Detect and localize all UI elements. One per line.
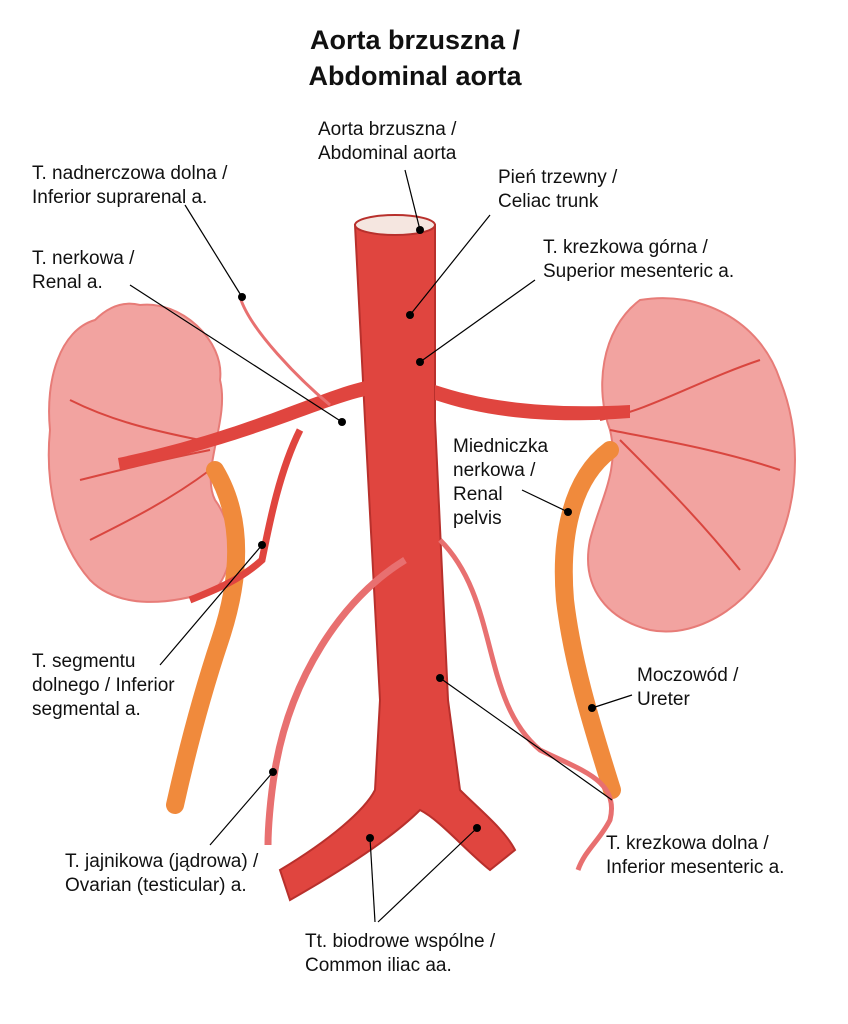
label-abdominal-aorta: Aorta brzuszna / Abdominal aorta <box>318 118 456 166</box>
left-kidney <box>47 302 232 603</box>
label-line: segmental a. <box>32 699 141 720</box>
label-ureter: Moczowód / Ureter <box>637 664 738 712</box>
label-common-iliac: Tt. biodrowe wspólne / Common iliac aa. <box>305 930 495 978</box>
label-pl: T. nadnerczowa dolna / <box>32 163 228 184</box>
label-pl: Pień trzewny / <box>498 167 618 188</box>
arteries <box>118 214 630 902</box>
label-pl: T. jajnikowa (jądrowa) / <box>65 851 259 872</box>
diagram-title: Aorta brzuszna / Abdominal aorta <box>0 22 830 94</box>
label-en: Common iliac aa. <box>305 955 452 976</box>
label-pl: Aorta brzuszna / <box>318 119 457 140</box>
label-line: pelvis <box>453 508 502 529</box>
label-renal-artery: T. nerkowa / Renal a. <box>32 247 134 295</box>
label-line: nerkowa / <box>453 460 536 481</box>
label-en: Ovarian (testicular) a. <box>65 875 247 896</box>
label-en: Ureter <box>637 689 690 710</box>
title-line-2: Abdominal aorta <box>308 61 522 91</box>
label-inferior-segmental: T. segmentu dolnego / Inferior segmental… <box>32 650 175 722</box>
label-line: T. segmentu <box>32 651 136 672</box>
label-renal-pelvis: Miedniczka nerkowa / Renal pelvis <box>453 435 548 531</box>
label-superior-mesenteric: T. krezkowa górna / Superior mesenteric … <box>543 236 734 284</box>
label-inferior-mesenteric: T. krezkowa dolna / Inferior mesenteric … <box>606 832 784 880</box>
label-line: Miedniczka <box>453 436 549 457</box>
label-pl: T. krezkowa dolna / <box>606 833 769 854</box>
label-pl: Moczowód / <box>637 665 739 686</box>
label-en: Renal a. <box>32 272 103 293</box>
label-pl: Tt. biodrowe wspólne / <box>305 931 496 952</box>
ureters <box>166 441 621 814</box>
right-kidney <box>587 297 796 633</box>
title-line-1: Aorta brzuszna / <box>309 25 521 55</box>
leader-lines <box>129 169 633 923</box>
label-pl: T. nerkowa / <box>32 248 135 269</box>
label-line: Renal <box>453 484 503 505</box>
label-pl: T. krezkowa górna / <box>543 237 708 258</box>
label-en: Inferior mesenteric a. <box>606 857 785 878</box>
label-celiac-trunk: Pień trzewny / Celiac trunk <box>498 166 617 214</box>
label-inferior-suprarenal: T. nadnerczowa dolna / Inferior supraren… <box>32 162 227 210</box>
label-en: Abdominal aorta <box>318 143 457 164</box>
label-line: dolnego / Inferior <box>32 675 175 696</box>
label-en: Superior mesenteric a. <box>543 261 735 282</box>
label-en: Inferior suprarenal a. <box>32 187 208 208</box>
label-ovarian: T. jajnikowa (jądrowa) / Ovarian (testic… <box>65 850 258 898</box>
label-en: Celiac trunk <box>498 191 599 212</box>
leader-dots <box>238 226 596 842</box>
